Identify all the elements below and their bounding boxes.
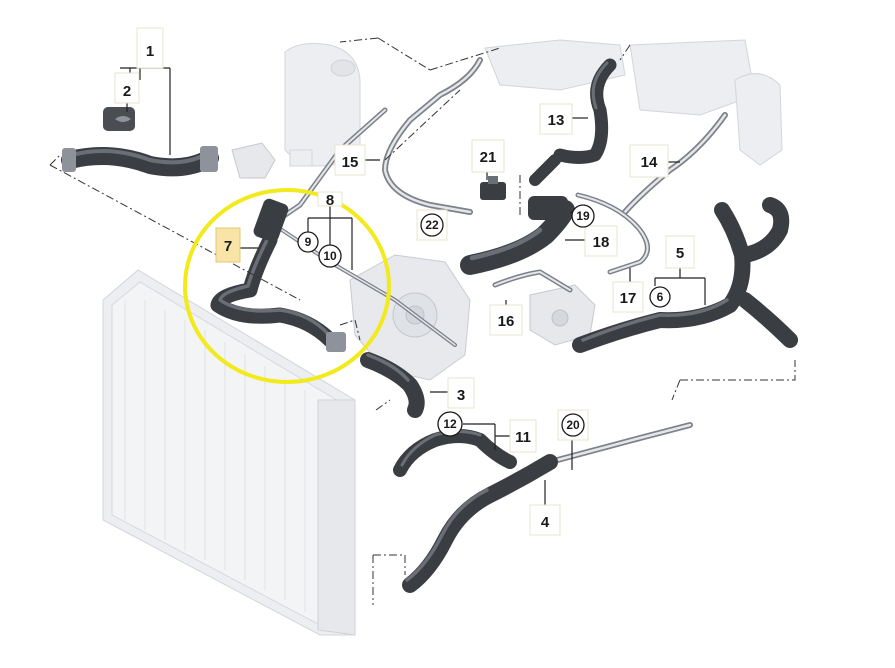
svg-text:11: 11: [515, 429, 531, 446]
svg-text:3: 3: [457, 387, 465, 404]
callout-6: 6: [649, 286, 671, 308]
callout-20: 20: [557, 409, 589, 441]
svg-text:2: 2: [123, 83, 131, 100]
svg-text:17: 17: [620, 290, 637, 307]
highlight-ring-part-7: [183, 188, 391, 384]
sensor-part-21: [480, 176, 506, 200]
engine-block-outline: [484, 39, 783, 166]
hose-part-18: [460, 196, 575, 275]
svg-text:18: 18: [593, 234, 610, 251]
hose-part-5: [572, 197, 798, 353]
svg-text:20: 20: [566, 418, 580, 432]
svg-text:9: 9: [305, 235, 312, 249]
callout-3: 3: [447, 377, 475, 409]
callout-8: 8: [317, 191, 343, 209]
pipe-part-16: [492, 269, 573, 293]
hose-part-13: [529, 58, 617, 186]
callout-2: 2: [114, 72, 140, 104]
svg-text:19: 19: [576, 209, 590, 223]
pipe-part-4: [547, 422, 693, 465]
callout-1: 1: [136, 27, 164, 69]
water-pump-housing: [349, 254, 471, 381]
callout-9: 9: [297, 231, 319, 253]
hose-part-11: [393, 429, 517, 477]
callout-21: 21: [471, 139, 505, 173]
svg-text:6: 6: [657, 290, 664, 304]
callout-19: 19: [571, 204, 595, 228]
svg-text:15: 15: [342, 154, 359, 171]
svg-text:21: 21: [480, 149, 497, 166]
svg-text:10: 10: [323, 249, 337, 263]
callout-22: 22: [416, 209, 448, 241]
callout-18: 18: [584, 225, 618, 257]
svg-text:1: 1: [146, 43, 154, 60]
leader-lines: [120, 67, 706, 510]
pipe-part-14: [622, 112, 728, 215]
svg-text:14: 14: [641, 154, 658, 171]
svg-text:8: 8: [326, 192, 334, 209]
hose-part-7: [210, 198, 346, 352]
callout-7: 7: [215, 227, 241, 263]
callout-12: 12: [437, 411, 463, 437]
svg-text:13: 13: [548, 112, 565, 129]
callout-11: 11: [509, 419, 537, 453]
callout-13: 13: [539, 103, 573, 135]
pipe-expansion-tank: [272, 107, 388, 225]
callout-15: 15: [334, 144, 366, 176]
svg-text:4: 4: [541, 514, 550, 531]
svg-text:22: 22: [425, 218, 439, 232]
callout-5: 5: [665, 235, 695, 269]
svg-text:12: 12: [443, 417, 457, 431]
radiator: [102, 269, 356, 636]
pipe-part-17: [575, 192, 650, 275]
svg-text:7: 7: [224, 238, 232, 255]
hose-part-1: [61, 146, 219, 177]
svg-text:5: 5: [676, 245, 684, 262]
hose-part-4: [402, 454, 558, 593]
callout-4: 4: [529, 504, 561, 536]
expansion-tank: [284, 43, 361, 167]
svg-text:16: 16: [498, 313, 515, 330]
callout-10: 10: [318, 244, 342, 268]
hose-part-2: [103, 107, 135, 131]
reference-lines: [49, 37, 796, 605]
callout-17: 17: [612, 281, 644, 313]
pipe-part-15: [382, 57, 483, 215]
callout-14: 14: [629, 144, 669, 178]
thermostat-housing-left: [231, 142, 276, 179]
hose-part-3: [360, 352, 425, 418]
callout-16: 16: [489, 304, 523, 336]
